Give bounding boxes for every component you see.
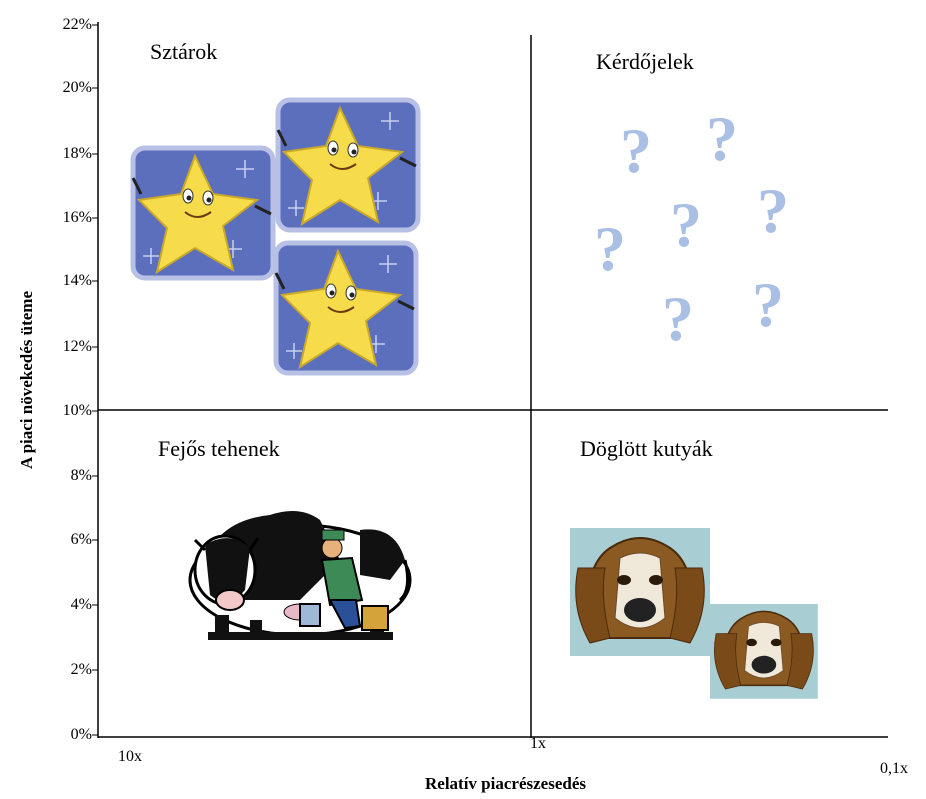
dog-icon <box>709 603 819 700</box>
farmer-icon <box>299 529 389 631</box>
y-tick-6: 6% <box>70 531 92 548</box>
quadrant-title-dogs: Döglött kutyák <box>580 436 713 461</box>
y-tick-20: 20% <box>62 79 92 96</box>
quadrant-title-cash-cows: Fejős tehenek <box>158 436 280 461</box>
y-tick-10: 10% <box>62 402 92 419</box>
y-tick-14: 14% <box>62 272 92 289</box>
question-mark-icon: ? <box>594 213 626 284</box>
y-tick-8: 8% <box>70 467 92 484</box>
y-tick-4: 4% <box>70 596 92 613</box>
y-axis-ticks <box>92 24 98 736</box>
quadrant-title-question-marks: Kérdőjelek <box>596 49 694 74</box>
question-mark-icon: ? <box>757 175 789 246</box>
question-mark-icon: ? <box>670 189 702 260</box>
question-mark-icon: ? <box>620 115 652 186</box>
x-axis-title: Relatív piacrészesedés <box>425 774 586 793</box>
question-mark-icon: ? <box>706 103 738 174</box>
y-tick-16: 16% <box>62 209 92 226</box>
x-tick-0-1x: 0,1x <box>880 760 908 777</box>
quadrant-title-stars: Sztárok <box>150 39 218 64</box>
y-tick-18: 18% <box>62 145 92 162</box>
y-tick-2: 2% <box>70 661 92 678</box>
y-tick-12: 12% <box>62 338 92 355</box>
question-mark-icon: ? <box>752 269 784 340</box>
y-tick-0: 0% <box>70 726 92 743</box>
y-tick-22: 22% <box>62 16 92 33</box>
x-tick-1x: 1x <box>530 735 546 752</box>
x-tick-10x: 10x <box>118 748 142 765</box>
dog-icon <box>569 527 711 657</box>
question-mark-icon: ? <box>662 283 694 354</box>
